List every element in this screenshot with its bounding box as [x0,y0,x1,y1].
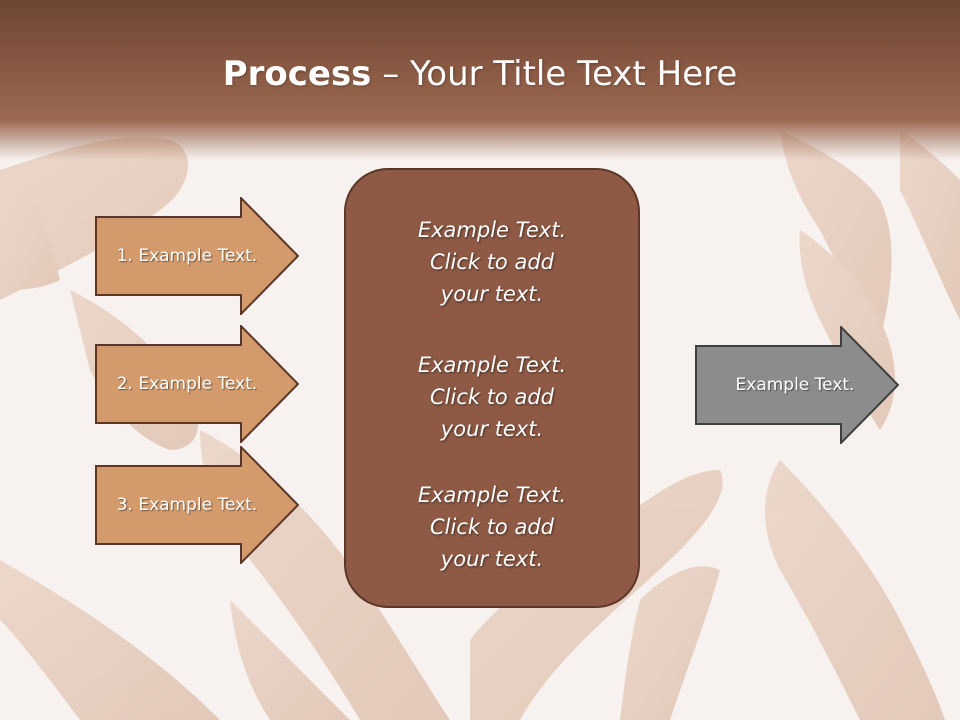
left-arrow-2[interactable]: 2. Example Text. [95,325,299,443]
center-block-2-line-2: Click to add [429,385,554,409]
center-block-3-line-2: Click to add [429,515,554,539]
center-text-box[interactable]: Example Text. Click to add your text. Ex… [344,168,640,608]
left-arrow-1[interactable]: 1. Example Text. [95,197,299,315]
title-band [0,0,960,160]
left-arrow-2-label: 2. Example Text. [116,374,258,394]
center-block-2-line-1: Example Text. [417,353,567,377]
title-rest-text: – Your Title Text Here [371,54,738,94]
left-arrow-1-label: 1. Example Text. [116,246,258,266]
left-arrow-3[interactable]: 3. Example Text. [95,446,299,564]
center-block-3-line-1: Example Text. [417,483,567,507]
arrow-shape-1 [95,197,299,315]
slide-title[interactable]: Process – Your Title Text Here [0,52,960,96]
center-block-2: Example Text. Click to add your text. [346,349,638,445]
title-bold-text: Process [222,54,372,94]
left-arrow-3-label: 3. Example Text. [116,495,258,515]
right-arrow[interactable]: Example Text. [695,326,899,444]
center-block-1-line-3: your text. [440,282,544,306]
center-block-1-line-1: Example Text. [417,218,567,242]
center-block-2-line-3: your text. [440,417,544,441]
arrow-shape-2 [95,325,299,443]
right-arrow-shape [695,326,899,444]
center-block-3-line-3: your text. [440,547,544,571]
arrow-shape-3 [95,446,299,564]
right-arrow-label: Example Text. [735,375,855,395]
center-block-1: Example Text. Click to add your text. [346,214,638,310]
center-block-3: Example Text. Click to add your text. [346,479,638,575]
center-block-1-line-2: Click to add [429,250,554,274]
